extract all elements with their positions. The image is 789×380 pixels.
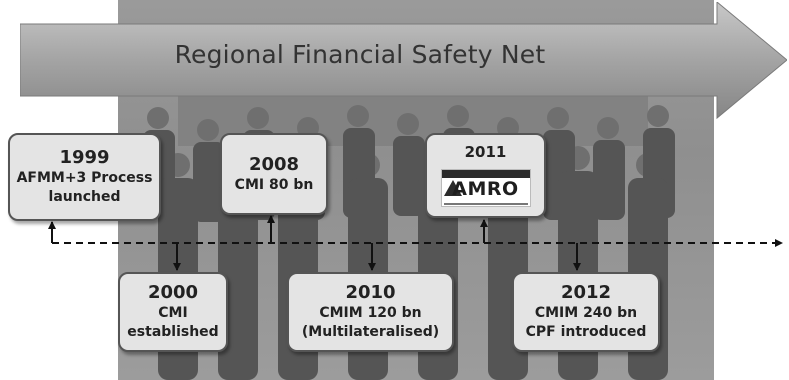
milestone-text: CMI 80 bn: [234, 176, 314, 193]
milestone-text: AFMM+3 Process: [16, 170, 153, 186]
milestone-text: launched: [48, 189, 121, 205]
milestone-year: 2010: [345, 282, 396, 303]
milestone-text: CMI: [158, 305, 188, 321]
arrow-title: Regional Financial Safety Net: [174, 40, 546, 69]
milestone-year: 2011: [464, 143, 507, 161]
safety-net-arrow: [20, 2, 787, 120]
milestone-1999: 1999 AFMM+3 Process launched: [8, 133, 161, 221]
milestone-text: CPF introduced: [525, 324, 647, 340]
milestone-2000: 2000 CMI established: [118, 272, 228, 352]
milestone-2008: 2008 CMI 80 bn: [220, 133, 328, 215]
milestone-text: CMIM 240 bn: [534, 305, 638, 321]
amro-logo-text: AMRO: [452, 178, 519, 200]
milestone-2010: 2010 CMIM 120 bn (Multilateralised): [287, 272, 454, 352]
milestone-year: 2000: [147, 282, 199, 303]
milestone-year: 1999: [59, 147, 110, 168]
arrow-shape: [20, 2, 787, 120]
milestone-2012: 2012 CMIM 240 bn CPF introduced: [512, 272, 660, 352]
milestone-year: 2012: [560, 282, 612, 303]
milestone-text: established: [127, 324, 219, 340]
milestone-year: 2008: [248, 153, 300, 175]
milestone-text: (Multilateralised): [301, 324, 440, 340]
milestone-2011: 2011 AMRO: [425, 133, 546, 218]
amro-logo: AMRO: [440, 169, 531, 207]
milestone-text: CMIM 120 bn: [319, 305, 422, 321]
